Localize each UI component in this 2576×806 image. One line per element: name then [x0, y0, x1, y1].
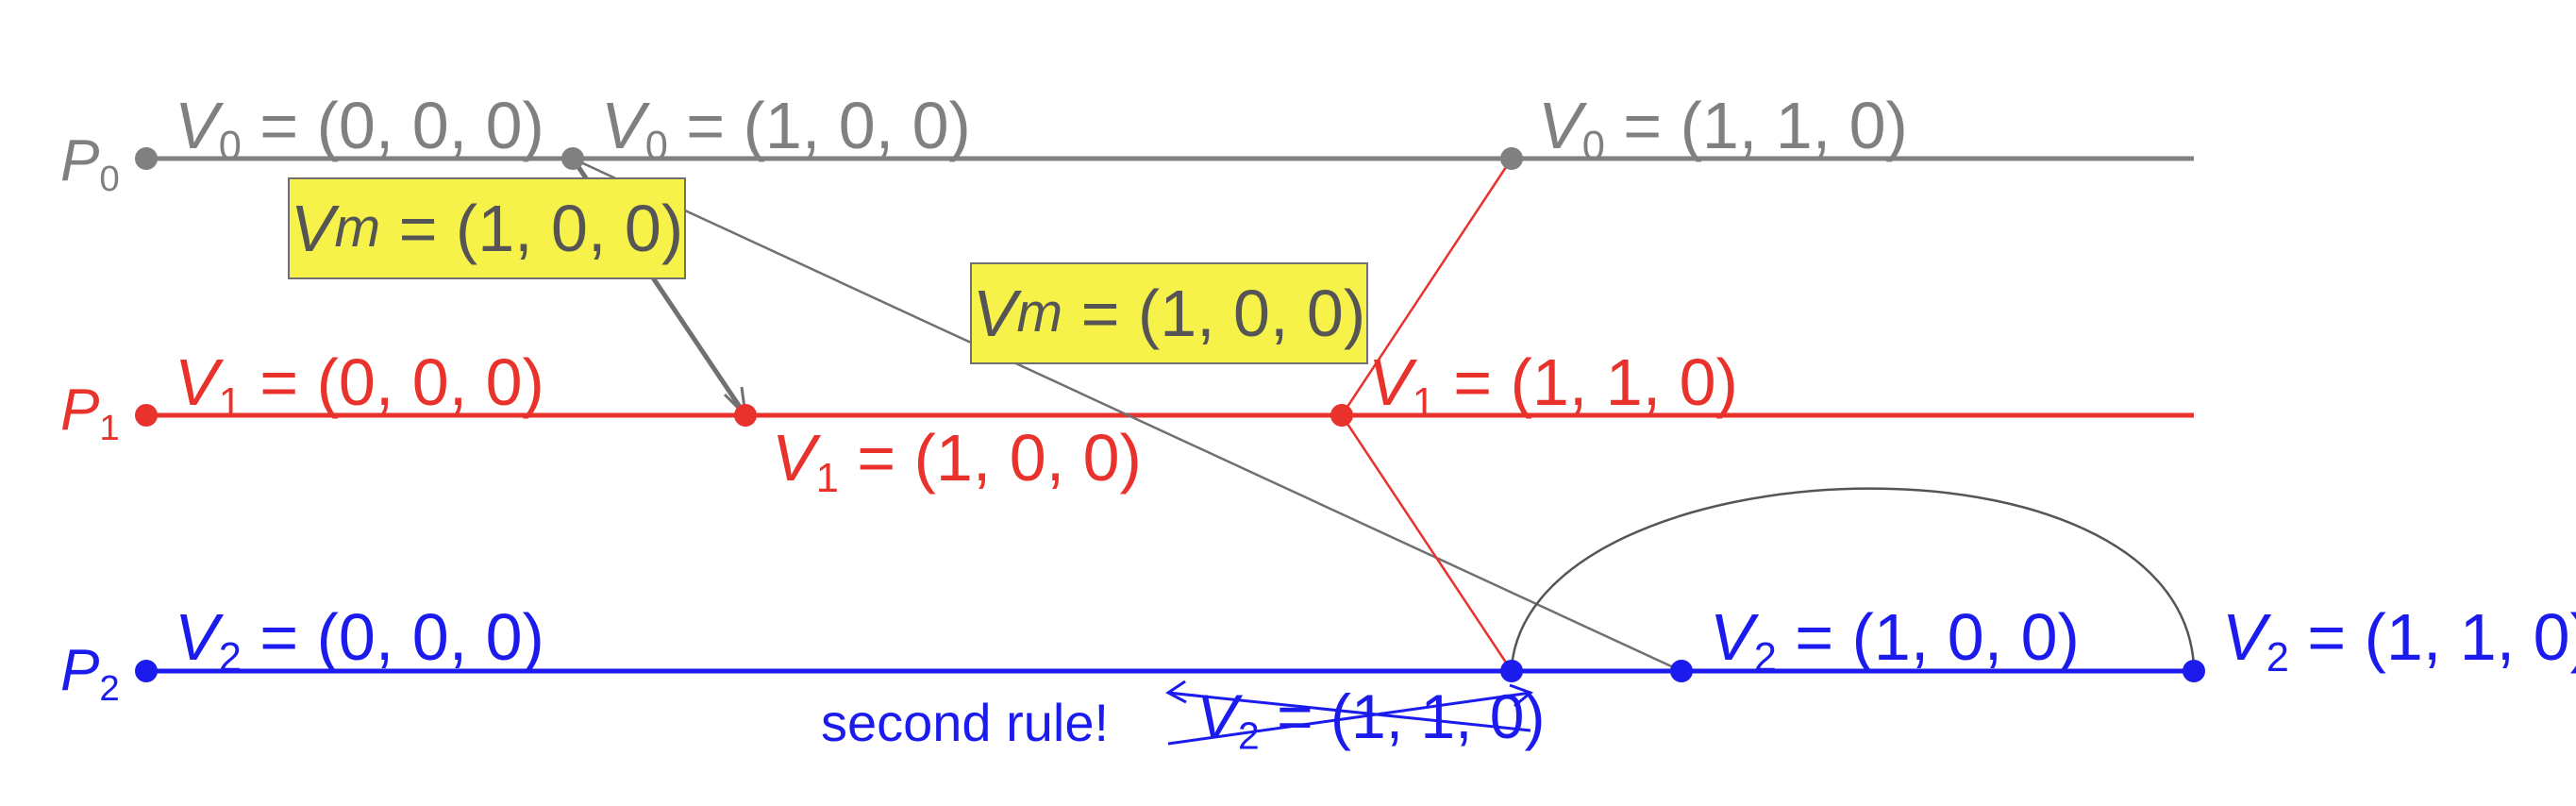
event-dot-p0-send-second: [1500, 147, 1523, 170]
event-dot-p2-start: [135, 660, 158, 682]
event-dot-p2-receive-first: [1500, 660, 1523, 682]
process-label-p0: P0: [60, 128, 120, 199]
process-label-p1: P1: [60, 378, 120, 448]
struck-vector-label: V2 = (1, 1, 0): [1196, 681, 1546, 758]
strike-arrow-2: [1167, 691, 1531, 746]
p2-vector-label-final: V2 = (1, 1, 0): [2222, 600, 2576, 681]
event-dot-p2-final: [2183, 660, 2205, 682]
p0-vector-label-send: V0 = (1, 0, 0): [601, 89, 971, 170]
message-p0-to-p1-second: [1340, 158, 1514, 416]
event-dot-p1-relay: [1330, 404, 1353, 427]
p1-vector-label-initial: V1 = (0, 0, 0): [175, 345, 544, 427]
message-p1-to-p2: [1340, 414, 1514, 672]
p2-vector-label-receive: V2 = (1, 0, 0): [1710, 600, 2080, 681]
second-rule-annotation: second rule!: [821, 693, 1110, 752]
event-dot-p2-receive-second: [1670, 660, 1693, 682]
p1-vector-label-receive: V1 = (1, 0, 0): [772, 421, 1142, 502]
event-dot-p0-start: [135, 147, 158, 170]
process-label-p2: P2: [60, 638, 120, 709]
strike-arrowhead-right: [1509, 683, 1533, 708]
p0-vector-label-second: V0 = (1, 1, 0): [1538, 89, 1908, 170]
p0-vector-label-initial: V0 = (0, 0, 0): [175, 89, 544, 170]
event-dot-p1-receive: [734, 404, 757, 427]
message-p0-to-p2: [572, 157, 1682, 673]
strike-arrowhead-left: [1165, 680, 1187, 704]
p2-vector-label-initial: V2 = (0, 0, 0): [175, 600, 544, 681]
p1-vector-label-relay: V1 = (1, 1, 0): [1368, 345, 1738, 427]
event-dot-p1-start: [135, 404, 158, 427]
event-dot-p0-send: [561, 147, 584, 170]
event-link-arc: [1510, 487, 2196, 667]
strike-arrow-1: [1167, 691, 1531, 732]
